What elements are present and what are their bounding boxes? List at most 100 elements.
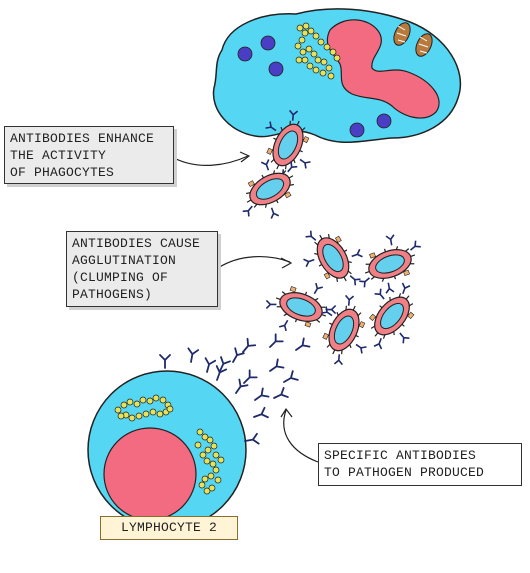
pathogen	[321, 294, 367, 366]
antibody-icon	[288, 109, 299, 121]
antibody-icon	[287, 161, 298, 173]
label-lymphocyte: LYMPHOCYTE 2	[100, 516, 238, 540]
ribosome	[128, 414, 136, 422]
label-line: ANTIBODIES ENHANCE	[10, 131, 155, 146]
antibody-icon	[295, 337, 311, 351]
ribosome	[133, 400, 141, 408]
pathogen	[242, 159, 298, 219]
label-line: OF PHAGOCYTES	[10, 165, 115, 180]
antibody-icon	[243, 369, 258, 384]
label-line: (CLUMPING OF	[72, 270, 169, 285]
pathogen	[303, 230, 363, 286]
ribosome	[307, 27, 315, 35]
antibody-icon	[265, 121, 277, 132]
ribosome	[299, 48, 307, 56]
ribosome	[305, 45, 313, 53]
antibody-icon	[373, 337, 383, 350]
ribosome	[135, 412, 143, 420]
antibody-icon	[374, 288, 385, 300]
antibody-icon	[253, 406, 269, 419]
ribosome	[149, 408, 157, 416]
mitochondrion-cristae	[418, 36, 429, 54]
ribosome	[204, 446, 212, 454]
ribosome	[212, 466, 220, 474]
granule	[349, 122, 365, 138]
antibody-icon	[305, 230, 317, 241]
antibody-icon	[344, 294, 355, 306]
antibody-icon	[385, 234, 395, 246]
antibody-icon	[351, 248, 363, 258]
ribosome	[206, 436, 214, 444]
granule	[376, 113, 392, 129]
ribosome-cluster	[294, 22, 341, 80]
ribosome	[126, 398, 134, 406]
antibody-icon	[242, 337, 257, 353]
antibody-icon	[215, 365, 228, 381]
label-line: PATHOGENS)	[72, 287, 153, 302]
antibody-icon	[242, 205, 253, 217]
antibody-icon	[254, 387, 270, 401]
antibody-icon	[385, 282, 395, 294]
antibody-icon	[278, 319, 289, 332]
antibody-icon	[159, 354, 171, 369]
ribosome	[207, 472, 215, 480]
ribosome	[201, 433, 209, 441]
antibody-icon	[359, 277, 371, 288]
ribosome	[208, 484, 216, 492]
arrow-to-phagocyte-head	[239, 151, 251, 163]
ribosome	[117, 412, 125, 420]
ribosome	[159, 396, 167, 404]
ribosome-cluster	[114, 394, 225, 495]
arrow-to-agglutination	[217, 256, 291, 269]
label-line: AGGLUTINATION	[72, 253, 177, 268]
antibody-group	[159, 333, 311, 445]
ribosome	[301, 56, 309, 64]
antibody-icon	[204, 357, 217, 373]
antibody-icon	[355, 343, 367, 354]
label-line: THE ACTIVITY	[10, 148, 107, 163]
granule	[268, 61, 284, 77]
antibody-icon	[283, 370, 299, 383]
ribosome	[203, 457, 211, 465]
mitochondrion	[415, 33, 433, 57]
pathogen	[265, 282, 337, 332]
label-agglutination: ANTIBODIES CAUSE AGGLUTINATION (CLUMPING…	[66, 231, 218, 307]
lymphocyte-nucleus	[103, 427, 197, 521]
ribosome	[329, 48, 337, 56]
antibody-icon	[269, 358, 285, 372]
ribosome	[294, 42, 302, 50]
ribosome	[323, 43, 331, 51]
ribosome	[146, 397, 154, 405]
antibody-icon	[399, 332, 410, 344]
ribosome	[212, 451, 220, 459]
label-line: TO PATHOGEN PRODUCED	[324, 465, 485, 480]
label-antibodies: SPECIFIC ANTIBODIES TO PATHOGEN PRODUCED	[318, 443, 522, 486]
ribosome	[306, 62, 314, 70]
antibody-icon	[333, 354, 344, 366]
ribosome	[295, 56, 303, 64]
ribosome	[320, 58, 328, 66]
antibody-icon	[313, 282, 324, 295]
ribosome	[166, 405, 174, 413]
ribosome	[156, 410, 164, 418]
ribosome	[203, 487, 211, 495]
ribosome	[209, 460, 217, 468]
mitochondrion-cristae	[396, 25, 407, 43]
ribosome	[312, 66, 320, 74]
ribosome	[142, 410, 150, 418]
antibody-icon	[187, 347, 200, 363]
pathogen	[265, 109, 311, 181]
ribosome	[198, 481, 206, 489]
arrow-to-antibodies-head	[280, 407, 293, 418]
ribosome	[194, 441, 202, 449]
antibody-icon	[260, 159, 270, 171]
ribosome	[217, 456, 225, 464]
lymphocyte	[87, 370, 247, 530]
arrow-to-agglutination-head	[280, 257, 293, 269]
ribosome	[314, 56, 322, 64]
ribosome	[120, 401, 128, 409]
phagocyte	[212, 8, 462, 143]
ribosome	[201, 475, 209, 483]
label-line: LYMPHOCYTE 2	[120, 520, 217, 535]
